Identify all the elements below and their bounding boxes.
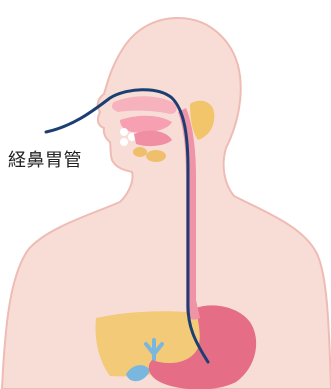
teeth-dot — [120, 128, 128, 136]
teeth-dot — [120, 138, 128, 146]
salivary-gland — [133, 147, 147, 157]
salivary-gland — [146, 150, 166, 162]
tube-label: 経鼻胃管 — [8, 146, 82, 172]
